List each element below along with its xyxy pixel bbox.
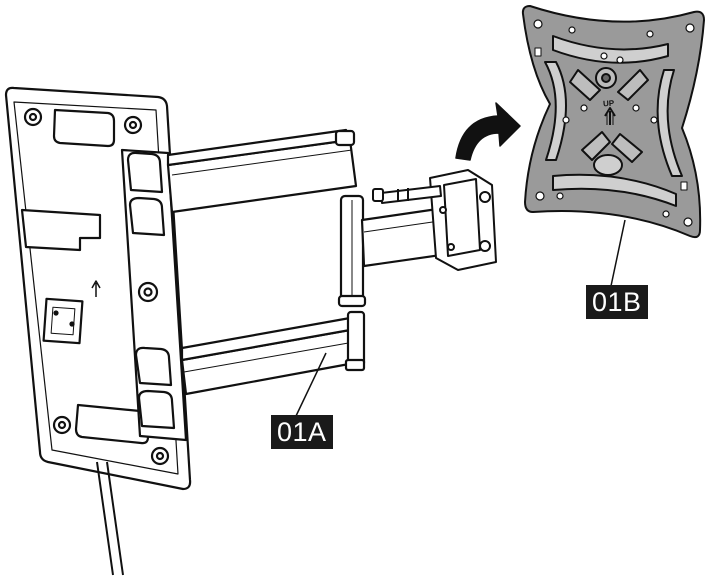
up-arrow-icon bbox=[91, 280, 101, 297]
leader-line-01b bbox=[610, 219, 626, 287]
lower-arm bbox=[180, 310, 366, 396]
curved-arrow-icon bbox=[455, 102, 521, 161]
callout-01a: 01A bbox=[271, 415, 333, 449]
up-text: UP bbox=[603, 99, 615, 109]
leader-line-01a bbox=[295, 352, 327, 417]
hinge-post bbox=[337, 194, 367, 308]
upper-arm bbox=[166, 128, 358, 214]
tv-plate bbox=[521, 5, 705, 239]
wall-plate bbox=[4, 86, 192, 576]
tilt-head bbox=[372, 169, 497, 271]
up-arrow-icon bbox=[604, 107, 616, 125]
callout-01b: 01B bbox=[586, 285, 648, 319]
